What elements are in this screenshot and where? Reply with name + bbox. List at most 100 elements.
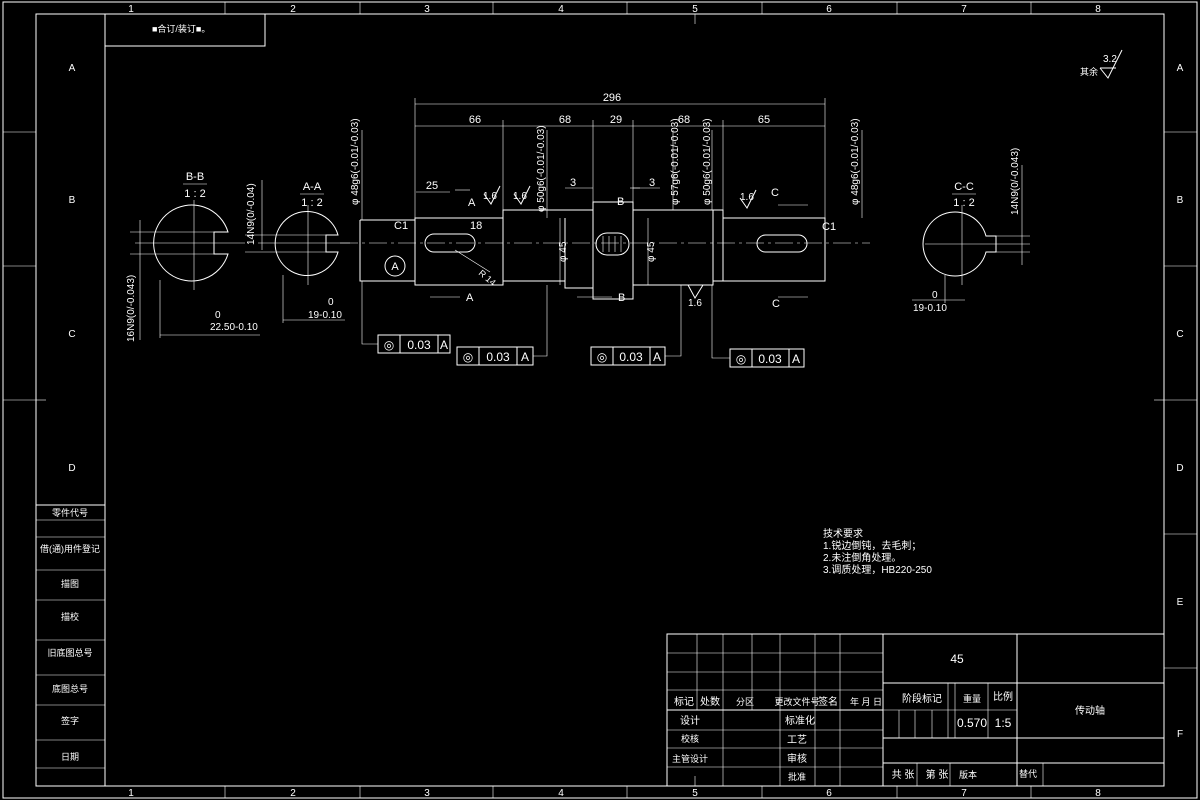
left-col-cell: 描校	[61, 611, 79, 622]
zone-row-right: C	[1176, 329, 1183, 340]
section-bb-tol-h0: 0	[215, 310, 221, 321]
tb-header: 年 月 日	[850, 696, 882, 707]
section-cc-tol-h0: 0	[932, 290, 938, 301]
zone-col-top: 4	[558, 4, 564, 15]
tb-role: 审核	[787, 752, 807, 765]
tb-header: 更改文件号	[774, 696, 819, 707]
section-aa-tol-h: 19-0.10	[308, 310, 342, 321]
dim-d45-b: φ 45	[646, 241, 657, 262]
chamfer-right: C1	[822, 221, 836, 233]
tolerance-frames: ◎ 0.03 A ◎ 0.03 A ◎ 0.03 A ◎ 0.03 A	[361, 281, 805, 368]
zone-col-bottom: 4	[558, 788, 564, 799]
tb-header: 处数	[700, 695, 720, 708]
tol-frame-value: 0.03	[407, 338, 431, 352]
section-aa-tol-h0: 0	[328, 297, 334, 308]
tb-role: 校核	[681, 733, 699, 744]
dim-65: 65	[758, 114, 770, 126]
left-col-cell: 签字	[61, 715, 79, 726]
zone-col-top: 5	[692, 4, 698, 15]
section-cc-tol-v: 14N9(0/-0.043)	[1010, 148, 1021, 215]
dim-3-left: 3	[570, 177, 576, 189]
tb-role: 批准	[788, 771, 806, 782]
tech-note-line: 3.调质处理，HB220-250	[823, 564, 932, 576]
left-col-cell: 借(通)用件登记	[40, 543, 100, 554]
dim-29: 29	[610, 114, 622, 126]
tb-header: 标记	[674, 696, 694, 708]
section-mark-c-top: C	[771, 187, 779, 199]
left-record-column: 零件代号 借(通)用件登记 描图 描校 旧底图总号 底图总号 签字 日期	[36, 14, 106, 786]
tol-frame-symbol: ◎	[597, 350, 607, 364]
zone-row-left: A	[69, 63, 76, 74]
zone-col-bottom: 2	[290, 788, 296, 799]
tol-frame-datum: A	[792, 352, 800, 366]
dim-d45-a: φ 45	[558, 241, 569, 262]
zone-row-left: D	[68, 463, 75, 474]
roughness-symbol: 其余 3.2	[1080, 49, 1123, 79]
tb-header: 分区	[736, 697, 754, 707]
zone-col-bottom: 5	[692, 788, 698, 799]
tech-notes-title: 技术要求	[823, 527, 863, 540]
zone-col-top: 7	[961, 4, 967, 15]
weight-value: 0.570	[957, 716, 987, 730]
zone-row-left: C	[68, 329, 75, 340]
zone-col-top: 6	[826, 4, 832, 15]
section-cc-scale: 1 : 2	[953, 197, 974, 209]
tol-frame-symbol: ◎	[736, 352, 746, 366]
dim-66: 66	[469, 114, 481, 126]
roughness-16-a: 1.6	[483, 191, 497, 202]
left-col-cell: 旧底图总号	[47, 647, 92, 658]
tech-note-line: 2.未注倒角处理。	[823, 551, 901, 564]
dim-d50-right: φ 50g6(-0.01/-0.03)	[702, 118, 713, 205]
dim-25: 25	[426, 180, 438, 192]
material: 45	[950, 652, 964, 666]
tb-role: 设计	[680, 714, 700, 727]
section-cc: C-C 1 : 2 14N9(0/-0.043) 19-0.10 0	[912, 148, 1030, 314]
tb-header: 签名	[818, 695, 838, 708]
tb-role: 标准化	[785, 714, 815, 727]
left-col-cell: 零件代号	[52, 507, 88, 518]
zone-col-top: 8	[1095, 4, 1101, 15]
zone-row-right: F	[1177, 729, 1183, 740]
roughness-16-b: 1.6	[513, 191, 527, 202]
version-label: 版本	[959, 769, 977, 780]
dim-68-left: 68	[559, 114, 571, 126]
zone-col-bottom: 1	[128, 788, 134, 799]
top-left-box: ■合订/装订■。	[104, 13, 266, 47]
section-mark-a-top: A	[468, 197, 476, 209]
zone-row-right: E	[1177, 597, 1184, 608]
scale-value: 1:5	[995, 716, 1012, 730]
sheet-number: 第 张	[926, 768, 949, 781]
zone-col-bottom: 3	[424, 788, 430, 799]
part-name: 传动轴	[1075, 704, 1105, 717]
left-col-cell: 描图	[61, 578, 79, 589]
weight-label: 重量	[963, 693, 981, 704]
dimensions: 296 66 68 29 68 65 φ 48g6(-0.01/-0.03) φ…	[350, 92, 863, 310]
section-aa: A-A 1 : 2 14N9(0/-0.04) 19-0.10 0	[245, 180, 350, 323]
section-cc-title: C-C	[954, 181, 974, 193]
section-aa-scale: 1 : 2	[301, 197, 322, 209]
dim-d50-left: φ 50g6(-0.01/-0.03)	[536, 125, 547, 212]
section-bb-scale: 1 : 2	[184, 188, 205, 200]
tol-frame-value: 0.03	[486, 350, 510, 364]
replace-label: 替代	[1019, 768, 1037, 779]
section-cc-tol-h: 19-0.10	[913, 303, 947, 314]
zone-row-left: B	[69, 195, 76, 206]
tol-frame-symbol: ◎	[463, 350, 473, 364]
section-mark-b-top: B	[617, 196, 624, 208]
zone-col-bottom: 6	[826, 788, 832, 799]
tol-frame-datum: A	[440, 338, 448, 352]
tol-frame-symbol: ◎	[384, 338, 394, 352]
chamfer-left: C1	[394, 220, 408, 232]
sheet-total: 共 张	[892, 769, 915, 781]
section-mark-b-bottom: B	[618, 292, 625, 304]
section-bb-tol-h: 22.50-0.10	[210, 322, 258, 333]
zone-col-bottom: 7	[961, 788, 967, 799]
roughness-16-c: 1.6	[740, 192, 754, 203]
tech-requirements: 技术要求 1.锐边倒钝，去毛刺； 2.未注倒角处理。 3.调质处理，HB220-…	[823, 527, 932, 576]
tol-frame-datum: A	[521, 350, 529, 364]
left-col-cell: 底图总号	[52, 683, 88, 694]
dim-296: 296	[603, 92, 621, 104]
shaft-view: A C1 C1	[340, 201, 870, 300]
